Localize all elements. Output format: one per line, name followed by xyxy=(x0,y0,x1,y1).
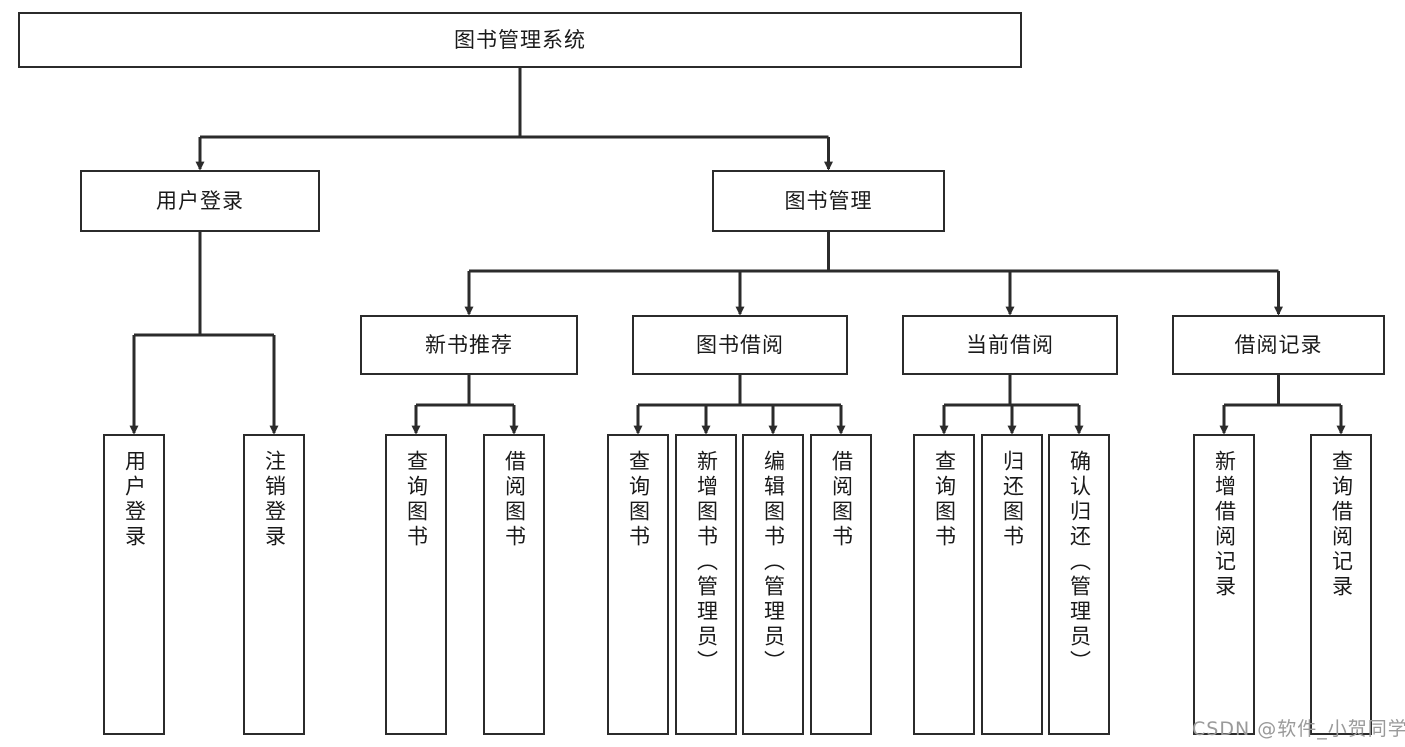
node-record[interactable]: 借阅记录 xyxy=(1172,315,1385,375)
node-c_confirm[interactable]: 确认归还（管理员） xyxy=(1048,434,1110,735)
node-label: 查询图书 xyxy=(932,450,957,550)
node-root[interactable]: 图书管理系统 xyxy=(18,12,1022,68)
node-newbook[interactable]: 新书推荐 xyxy=(360,315,578,375)
node-b_edit[interactable]: 编辑图书（管理员） xyxy=(742,434,804,735)
node-label: 编辑图书（管理员） xyxy=(761,450,786,675)
node-n_borrow[interactable]: 借阅图书 xyxy=(483,434,545,735)
node-b_query[interactable]: 查询图书 xyxy=(607,434,669,735)
node-label: 查询图书 xyxy=(404,450,429,550)
node-borrow[interactable]: 图书借阅 xyxy=(632,315,848,375)
node-label: 用户登录 xyxy=(122,450,147,550)
node-label: 归还图书 xyxy=(1000,450,1025,550)
node-label: 确认归还（管理员） xyxy=(1067,450,1092,675)
node-l_login[interactable]: 用户登录 xyxy=(103,434,165,735)
node-login[interactable]: 用户登录 xyxy=(80,170,320,232)
node-label: 注销登录 xyxy=(262,450,287,550)
node-label: 借阅图书 xyxy=(502,450,527,550)
node-label: 用户登录 xyxy=(156,188,244,213)
node-label: 图书借阅 xyxy=(696,332,784,357)
node-c_query[interactable]: 查询图书 xyxy=(913,434,975,735)
node-label: 图书管理系统 xyxy=(454,27,586,52)
node-l_logout[interactable]: 注销登录 xyxy=(243,434,305,735)
node-b_lend[interactable]: 借阅图书 xyxy=(810,434,872,735)
node-label: 新增借阅记录 xyxy=(1212,450,1237,600)
node-label: 新书推荐 xyxy=(425,332,513,357)
node-r_query[interactable]: 查询借阅记录 xyxy=(1310,434,1372,735)
node-c_return[interactable]: 归还图书 xyxy=(981,434,1043,735)
node-label: 借阅图书 xyxy=(829,450,854,550)
node-b_add[interactable]: 新增图书（管理员） xyxy=(675,434,737,735)
node-label: 当前借阅 xyxy=(966,332,1054,357)
node-label: 图书管理 xyxy=(784,188,873,213)
node-label: 借阅记录 xyxy=(1234,332,1323,357)
node-current[interactable]: 当前借阅 xyxy=(902,315,1118,375)
node-label: 查询借阅记录 xyxy=(1329,450,1354,600)
node-label: 查询图书 xyxy=(626,450,651,550)
node-r_add[interactable]: 新增借阅记录 xyxy=(1193,434,1255,735)
node-label: 新增图书（管理员） xyxy=(694,450,719,675)
node-n_query[interactable]: 查询图书 xyxy=(385,434,447,735)
node-bookmgmt[interactable]: 图书管理 xyxy=(712,170,945,232)
